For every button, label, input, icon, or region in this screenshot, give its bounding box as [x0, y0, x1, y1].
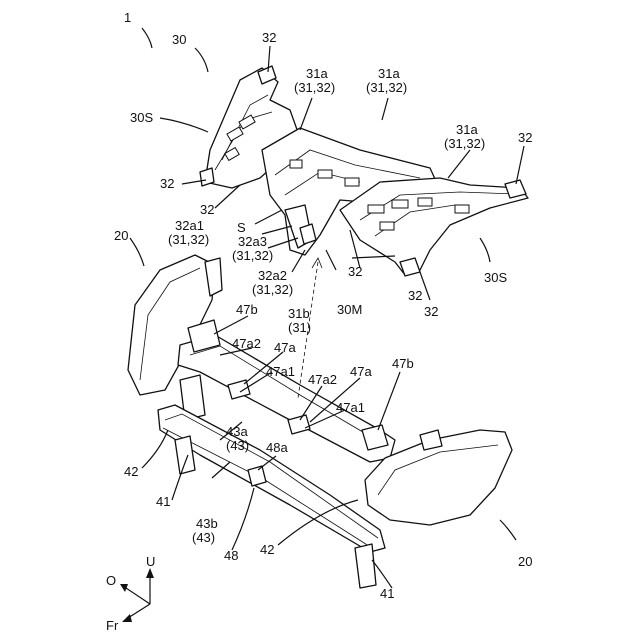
axis-label-up: U — [146, 554, 155, 569]
front-arrow — [128, 604, 150, 618]
label-43a: 43a — [226, 424, 248, 439]
label-47b-left: 47b — [236, 302, 258, 317]
label-32-left: 32 — [160, 176, 174, 191]
label-32a3: 32a3 — [238, 234, 267, 249]
label-47b-right: 47b — [392, 356, 414, 371]
label-32a2: 32a2 — [258, 268, 287, 283]
label-31a-3: 31a — [456, 122, 478, 137]
label-47a2-left: 47a2 — [232, 336, 261, 351]
label-31a-1: 31a — [306, 66, 328, 81]
label-30m: 30M — [337, 302, 362, 317]
label-32-top: 32 — [262, 30, 276, 45]
up-arrow-head — [146, 568, 154, 578]
label-31a-2: 31a — [378, 66, 400, 81]
label-s: S — [237, 220, 246, 235]
label-31a-1b: (31,32) — [294, 80, 335, 95]
label-30s-right: 30S — [484, 270, 507, 285]
label-48: 48 — [224, 548, 238, 563]
label-31b-b: (31) — [288, 320, 311, 335]
label-31b: 31b — [288, 306, 310, 321]
label-47a-right: 47a — [350, 364, 372, 379]
label-figure-1: 1 — [124, 10, 131, 25]
label-42-right: 42 — [260, 542, 274, 557]
label-32-right: 32 — [518, 130, 532, 145]
label-32-low1: 32 — [348, 264, 362, 279]
direction-axes — [120, 568, 154, 622]
label-32a2b: (31,32) — [252, 282, 293, 297]
label-32-low2: 32 — [424, 304, 438, 319]
label-31a-3b: (31,32) — [444, 136, 485, 151]
label-32-mid: 32 — [200, 202, 214, 217]
label-20-left: 20 — [114, 228, 128, 243]
axis-label-front: Fr — [106, 618, 119, 633]
label-47a2-right: 47a2 — [308, 372, 337, 387]
label-31a-2b: (31,32) — [366, 80, 407, 95]
label-30: 30 — [172, 32, 186, 47]
label-41-left: 41 — [156, 494, 170, 509]
label-32a1: 32a1 — [175, 218, 204, 233]
label-41-right: 41 — [380, 586, 394, 601]
label-32a3b: (31,32) — [232, 248, 273, 263]
label-32-low3: 32 — [408, 288, 422, 303]
label-30s-left: 30S — [130, 110, 153, 125]
label-47a1-right: 47a1 — [336, 400, 365, 415]
axis-label-outer: O — [106, 573, 116, 588]
front-arrow-head — [122, 614, 132, 622]
label-32a1b: (31,32) — [168, 232, 209, 247]
label-43b: 43b — [196, 516, 218, 531]
dashed-arrow-head — [312, 258, 322, 268]
label-20-right: 20 — [518, 554, 532, 569]
label-43a-b: (43) — [226, 438, 249, 453]
outer-arrow — [126, 588, 150, 604]
right-side-member-30s — [340, 178, 528, 276]
label-47a-left: 47a — [274, 340, 296, 355]
label-48a: 48a — [266, 440, 288, 455]
label-43b-b: (43) — [192, 530, 215, 545]
label-47a1-left: 47a1 — [266, 364, 295, 379]
label-42-left: 42 — [124, 464, 138, 479]
